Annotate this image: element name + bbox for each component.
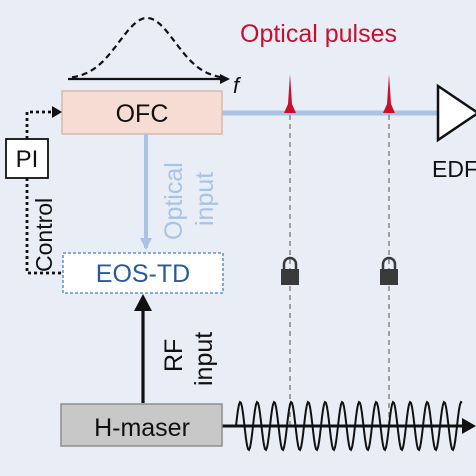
control-loop-lower: [25, 178, 63, 275]
rf-input-label-line1: RF: [160, 339, 188, 372]
optical-pulses-label: Optical pulses: [240, 20, 397, 48]
lock-icon: [281, 256, 299, 285]
h-maser-label: H-maser: [94, 414, 190, 442]
ofc-label: OFC: [116, 100, 169, 128]
eos-td-box[interactable]: [62, 252, 224, 294]
frequency-comb-spectrum-icon: [68, 16, 230, 84]
pi-label: PI: [16, 146, 39, 173]
optical-input-label-line1: Optical: [160, 162, 188, 240]
eos-td-label: EOS-TD: [96, 260, 190, 288]
frequency-axis-label: f: [233, 73, 242, 98]
control-loop-upper: [25, 110, 56, 139]
pi-box[interactable]: [5, 138, 49, 179]
sine-wave-icon: [235, 400, 463, 452]
amplifier-triangle-icon: [436, 83, 476, 143]
ofc-box[interactable]: [61, 90, 223, 135]
optical-pulse: [383, 74, 395, 113]
optical-input-label-line2: input: [191, 172, 219, 226]
h-maser-box[interactable]: [60, 403, 223, 447]
control-label: Control: [31, 198, 57, 272]
lock-icon: [380, 256, 398, 285]
optical-pulse: [284, 74, 296, 113]
rf-input-label-line2: input: [190, 332, 218, 386]
edfa-label: EDF: [432, 156, 476, 182]
